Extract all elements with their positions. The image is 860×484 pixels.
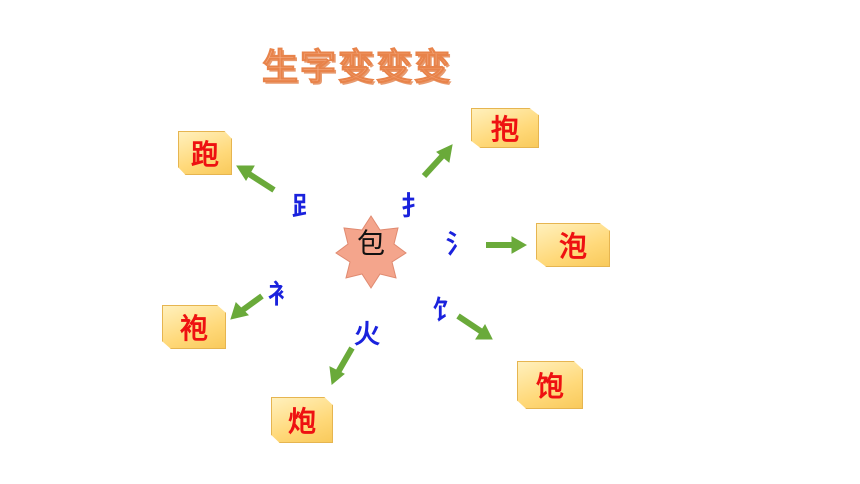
card-character: 跑 [190, 138, 219, 171]
arrowhead-bao-hug [436, 144, 453, 163]
radical-foot: ⻊ [292, 192, 319, 222]
radical-hand: 扌 [401, 192, 428, 222]
card-pao-run: 跑 [178, 131, 232, 175]
card-pao-cannon: 炮 [271, 397, 333, 443]
arrow-to-pao-run [244, 169, 276, 193]
radical-fire: 火 [354, 320, 381, 350]
card-pao-bubble: 泡 [536, 223, 610, 267]
arrowhead-bao-full [475, 323, 493, 340]
radical-food: 饣 [432, 296, 459, 326]
card-character: 抱 [490, 113, 519, 146]
radical-clothes: 衤 [268, 280, 295, 310]
radical-water: 氵 [446, 230, 473, 260]
arrowhead-pao-bubble [511, 236, 528, 254]
arrowhead-pao-cannon [329, 366, 345, 385]
card-bao-full: 饱 [517, 361, 583, 409]
arrow-to-bao-full [456, 313, 484, 335]
card-character: 饱 [535, 370, 564, 403]
card-bao-hug: 抱 [471, 108, 539, 148]
center-character: 包 [356, 227, 385, 260]
star-shape [335, 215, 407, 289]
card-character: 泡 [558, 230, 587, 263]
card-character: 袍 [179, 312, 208, 345]
arrow-to-pao-robe [238, 293, 264, 315]
arrowhead-pao-run [236, 165, 255, 181]
card-character: 炮 [287, 405, 316, 438]
page-title: 生字变变变 [261, 47, 453, 89]
arrow-to-pao-cannon [334, 346, 355, 376]
card-pao-robe: 袍 [162, 305, 226, 349]
arrowhead-pao-robe [230, 302, 249, 320]
